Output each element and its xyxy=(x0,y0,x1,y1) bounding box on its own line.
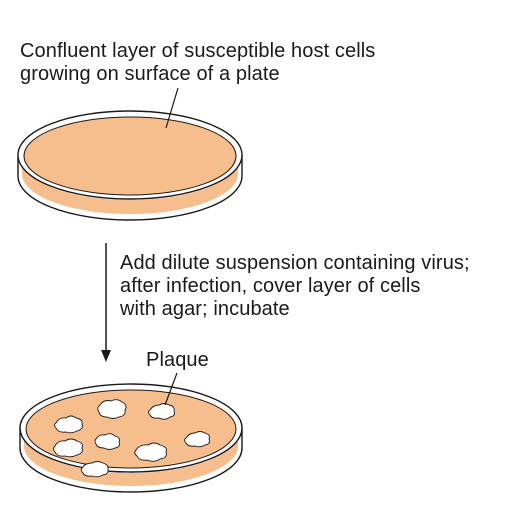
top-petri-plate xyxy=(17,87,243,221)
process-arrow-head xyxy=(101,350,111,362)
top-cell-layer xyxy=(23,116,237,196)
step-caption-line-1: Add dilute suspension containing virus; xyxy=(120,252,470,274)
plaque xyxy=(97,399,127,419)
top-caption-pointer xyxy=(165,87,179,129)
plaque xyxy=(148,403,175,420)
top-plate-side-band xyxy=(22,160,238,214)
plaque xyxy=(80,461,109,478)
plaque xyxy=(184,431,210,448)
plaque xyxy=(94,433,120,450)
top-caption-line-1: Confluent layer of susceptible host cell… xyxy=(20,40,376,62)
bottom-petri-plate xyxy=(19,372,243,493)
plaque-label: Plaque xyxy=(146,349,209,371)
process-arrow xyxy=(101,243,111,362)
step-caption-line-2: after infection, cover layer of cells xyxy=(120,275,421,297)
plaque xyxy=(134,442,167,462)
step-caption-line-3: with agar; incubate xyxy=(120,298,290,320)
plaque-pointer xyxy=(164,372,178,406)
bottom-plate-side-band xyxy=(24,433,238,486)
top-caption-line-2: growing on surface of a plate xyxy=(20,63,280,85)
top-caption: Confluent layer of susceptible host cell… xyxy=(20,40,375,86)
plaque xyxy=(54,415,83,434)
step-caption: Add dilute suspension containing virus; … xyxy=(120,252,470,321)
plaque xyxy=(53,438,83,458)
